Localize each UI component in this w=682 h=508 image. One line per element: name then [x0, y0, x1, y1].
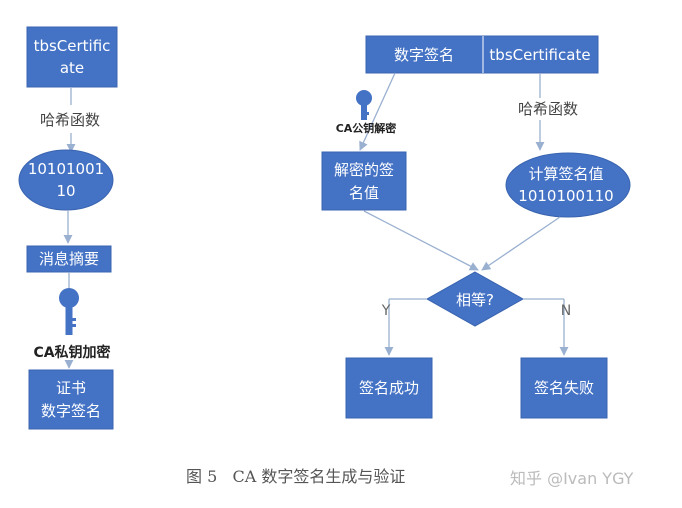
certificate-signature-box — [28, 369, 114, 430]
right-flow: 数字签名 tbsCertificate CA公钥解密 哈希函数 解密的签 名值 … — [321, 35, 631, 419]
right-hash-function-label: 哈希函数 — [518, 100, 578, 118]
no-label: N — [561, 303, 571, 319]
tbs-header-label: tbsCertificate — [489, 46, 590, 64]
computed-signature-line-2: 1010100110 — [518, 187, 613, 205]
ca-private-key-label: CA私钥加密 — [33, 344, 110, 361]
edge-sig-to-decrypt — [359, 72, 396, 151]
decrypted-signature-line-1: 解密的签 — [334, 161, 394, 179]
left-flow: tbsCertific ate 哈希函数 10101001 10 消息摘要 CA… — [18, 26, 118, 430]
tbs-certificate-box — [26, 26, 118, 88]
hash-bits-line-1: 10101001 — [28, 160, 104, 178]
hash-bits-ellipse — [18, 149, 114, 211]
hash-bits-line-2: 10 — [56, 182, 75, 200]
signature-success-box — [345, 357, 433, 419]
ca-public-key-label: CA公钥解密 — [336, 121, 397, 135]
equal-decision-diamond — [425, 271, 525, 327]
decrypted-signature-box — [321, 151, 407, 211]
yes-label: Y — [381, 303, 391, 319]
signature-header-box — [365, 35, 484, 74]
certificate-signature-line-2: 数字签名 — [41, 402, 101, 420]
certificate-signature-line-1: 证书 — [56, 379, 86, 397]
tbs-certificate-line-2: ate — [60, 59, 84, 77]
signature-success-label: 签名成功 — [359, 379, 419, 397]
zhihu-watermark: 知乎 @Ivan YGY — [510, 469, 634, 488]
edge-decrypt-to-compare — [363, 210, 479, 271]
figure-caption: 图 5 CA 数字签名生成与验证 — [186, 467, 405, 486]
message-digest-box — [26, 245, 112, 273]
left-hash-function-label: 哈希函数 — [40, 111, 100, 129]
public-key-icon — [356, 90, 372, 120]
edge-computed-to-compare — [481, 216, 561, 271]
message-digest-label: 消息摘要 — [39, 250, 99, 268]
signature-fail-label: 签名失败 — [534, 379, 594, 397]
tbs-certificate-line-1: tbsCertific — [34, 37, 111, 55]
computed-signature-ellipse — [505, 152, 631, 218]
computed-signature-line-1: 计算签名值 — [528, 165, 603, 183]
equal-decision-label: 相等? — [456, 291, 494, 309]
decrypted-signature-line-2: 名值 — [349, 184, 379, 202]
signature-fail-box — [520, 357, 608, 419]
signature-header-label: 数字签名 — [394, 46, 454, 64]
private-key-icon — [59, 288, 79, 335]
